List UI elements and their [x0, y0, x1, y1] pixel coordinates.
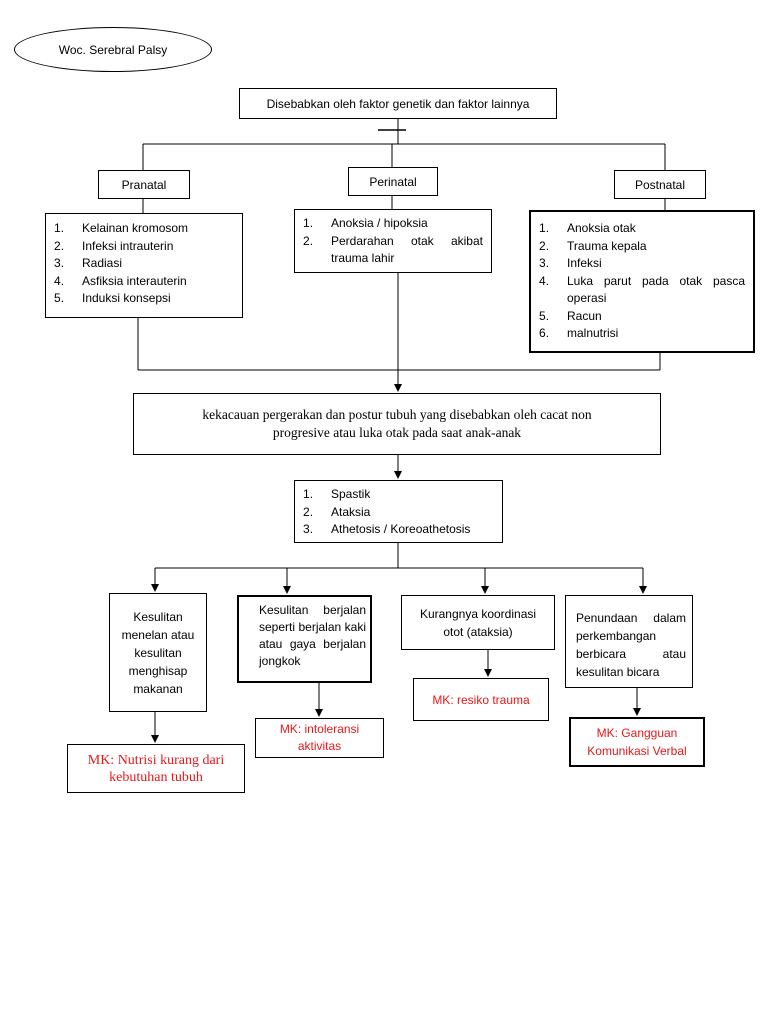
list-item: Trauma kepala [539, 238, 647, 255]
diagnosis-box-nutrition: MK: Nutrisi kurang dari kebutuhan tubuh [67, 744, 245, 793]
list-item: Ataksia [303, 504, 371, 521]
postnatal-causes-list: Anoksia otak Trauma kepala Infeksi Luka … [529, 210, 755, 353]
diagnosis-box-trauma: MK: resiko trauma [413, 678, 549, 721]
title-oval: Woc. Serebral Palsy [14, 27, 212, 72]
list-item: Anoksia / hipoksia [303, 215, 428, 232]
problem-box-coordination: Kurangnya koordinasi otot (ataksia) [401, 595, 555, 650]
diagnosis-text: MK: Gangguan Komunikasi Verbal [587, 726, 687, 758]
list-item: Induksi konsepsi [54, 290, 171, 307]
problem-text: Kesulitan menelan atau kesulitan menghis… [121, 609, 195, 696]
cause-box: Disebabkan oleh faktor genetik dan fakto… [239, 88, 557, 119]
list-item: Radiasi [54, 255, 123, 272]
diagnosis-box-communication: MK: Gangguan Komunikasi Verbal [569, 717, 705, 767]
list-item: Kelainan kromosom [54, 220, 189, 237]
list-item: Anoksia otak [539, 220, 636, 237]
stage-postnatal-label: Postnatal [634, 177, 686, 192]
diagram-title: Woc. Serebral Palsy [58, 42, 168, 57]
diagnosis-text: MK: intoleransi aktivitas [279, 722, 360, 753]
list-item: Infeksi [539, 255, 602, 272]
list-item: Luka parut pada otak pasca operasi [539, 273, 745, 306]
diagnosis-text: MK: resiko trauma [432, 692, 530, 707]
problem-text: Kurangnya koordinasi otot (ataksia) [419, 606, 537, 639]
problem-text: Kesulitan berjalan seperti berjalan kaki… [259, 603, 366, 668]
definition-box: kekacauan pergerakan dan postur tubuh ya… [133, 393, 661, 455]
cp-types-list: Spastik Ataksia Athetosis / Koreoathetos… [294, 480, 503, 543]
diagnosis-text: MK: Nutrisi kurang dari kebutuhan tubuh [87, 752, 225, 785]
definition-text: kekacauan pergerakan dan postur tubuh ya… [202, 407, 592, 440]
cause-text: Disebabkan oleh faktor genetik dan fakto… [266, 96, 530, 111]
stage-perinatal: Perinatal [348, 167, 438, 196]
stage-perinatal-label: Perinatal [369, 174, 417, 189]
problem-text: Penundaan dalam perkembangan berbicara a… [576, 611, 686, 679]
perinatal-causes-list: Anoksia / hipoksia Perdarahan otak akiba… [294, 209, 492, 273]
list-item: malnutrisi [539, 325, 619, 342]
stage-pranatal: Pranatal [98, 170, 190, 199]
stage-pranatal-label: Pranatal [121, 177, 167, 192]
list-item: Athetosis / Koreoathetosis [303, 521, 471, 538]
list-item: Asfiksia interauterin [54, 273, 187, 290]
problem-box-walking: Kesulitan berjalan seperti berjalan kaki… [237, 595, 372, 683]
list-item: Spastik [303, 486, 371, 503]
stage-postnatal: Postnatal [614, 170, 706, 199]
problem-box-swallowing: Kesulitan menelan atau kesulitan menghis… [109, 593, 207, 712]
pranatal-causes-list: Kelainan kromosom Infeksi intrauterin Ra… [45, 213, 243, 318]
diagnosis-box-activity: MK: intoleransi aktivitas [255, 718, 384, 758]
list-item: Racun [539, 308, 602, 325]
list-item: Perdarahan otak akibat trauma lahir [303, 233, 483, 266]
list-item: Infeksi intrauterin [54, 238, 174, 255]
problem-box-speech: Penundaan dalam perkembangan berbicara a… [565, 595, 693, 688]
